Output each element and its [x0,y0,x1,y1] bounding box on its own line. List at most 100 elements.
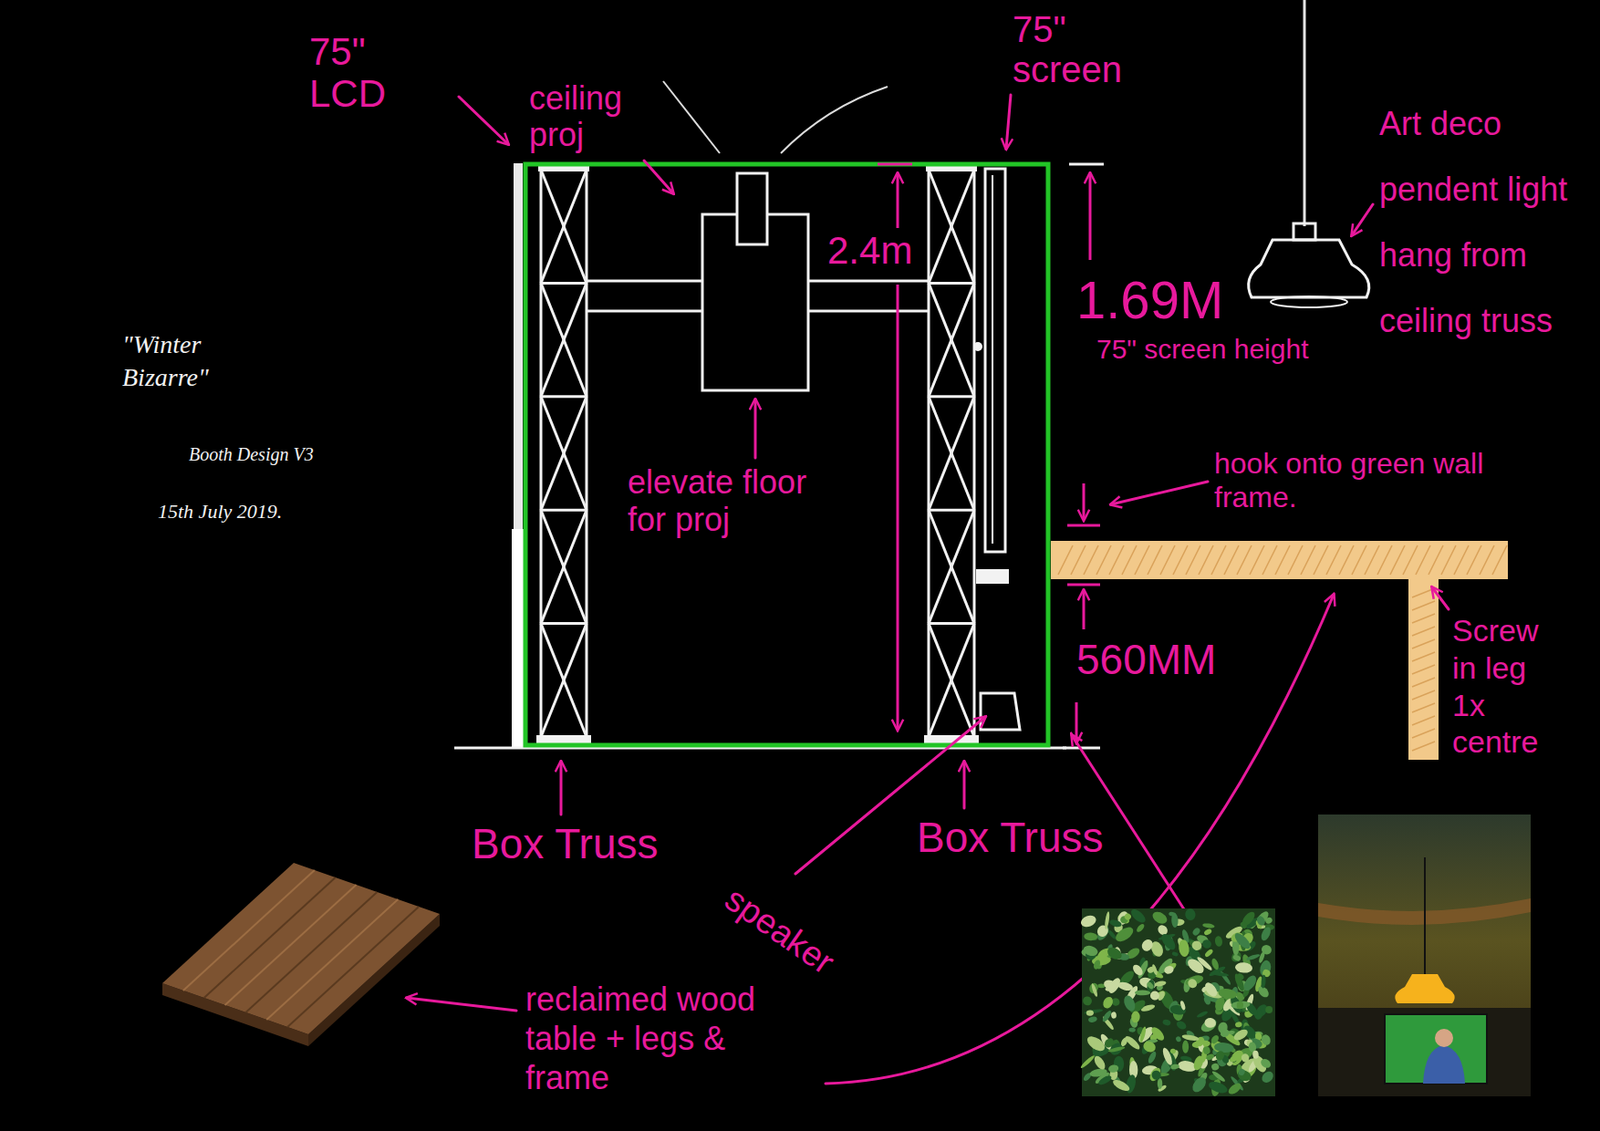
wood-hatch [1160,545,1175,575]
truss-member [973,169,977,738]
dimension-line [1082,483,1086,520]
wood-hatch [1083,545,1099,575]
leaf [1200,938,1213,951]
wood-hatch [1198,545,1214,575]
wood-hatch [1466,545,1482,575]
leaf [1259,925,1273,943]
photo-person [1434,1028,1454,1048]
leaf [1185,976,1199,990]
callout-note: Screw in leg 1x centre [1452,612,1562,761]
leaf [1264,916,1274,925]
leader-line [1111,481,1208,505]
leaf [1206,1080,1229,1096]
leaf [1122,994,1138,1014]
leaf [1204,948,1215,959]
leaf [1252,1050,1259,1060]
pendant-cord [1303,0,1307,227]
leaf [1190,939,1203,952]
leaf [1214,935,1224,948]
truss-member [585,169,589,738]
projection-beam [663,81,720,154]
leaf [1202,923,1216,930]
screen-bracket [976,569,1009,584]
wood-plank-line [204,877,336,998]
leaf [1199,1018,1219,1035]
leaf [1104,987,1112,992]
leaf [1129,906,1149,925]
leaf [1107,1064,1120,1074]
truss-member [928,622,975,625]
truss-beam [586,310,703,313]
date-note: 15th July 2019. [157,499,282,524]
leader-line [406,997,517,1011]
leaf [1182,1040,1189,1054]
leaf [1135,923,1146,935]
booth-outline [525,164,1049,746]
truss-member [928,509,975,624]
leaf [1211,1070,1227,1083]
leaf [1139,937,1155,954]
leader-lines [406,94,1449,1084]
leaf [1210,957,1220,971]
leaf [1079,914,1098,930]
truss-foot [536,735,592,744]
callout-note: elevate floor for proj [627,463,847,540]
truss-member [540,396,587,510]
wood-hatch [1262,545,1278,575]
wood-hatch [1364,545,1380,575]
wood-hatch [1134,545,1150,575]
green-wall-leaves [1079,906,1276,1097]
truss-member [928,169,975,283]
pendant-shade [1248,239,1370,298]
wood-hatch [1173,545,1188,575]
leaf [1146,1050,1158,1065]
part-label: speaker [717,880,842,983]
leaf [1171,913,1179,928]
leaf [1103,911,1111,930]
leader-line [1351,204,1373,236]
leaf [1112,924,1136,945]
truss-member [928,281,975,285]
leaf [1228,1052,1242,1064]
wood-hatch [1185,545,1201,575]
leaf [1163,964,1175,976]
leaf [1128,1027,1136,1033]
truss-member [540,169,587,283]
leaf [1260,975,1267,989]
leaf [1184,955,1206,977]
truss-cap [538,166,590,172]
wood-hatch [1492,545,1507,575]
leaf [1083,932,1098,941]
leaf [1189,1074,1209,1095]
leaf [1203,927,1213,936]
wood-hatch [1415,545,1431,575]
photo-wall [1318,1007,1531,1097]
pendant-cap [1293,223,1316,240]
photo-person [1423,1045,1465,1084]
truss-member [928,394,975,398]
callout-note: hook onto green wall frame. [1214,446,1516,515]
leaf [1258,1057,1273,1071]
leaf [1202,980,1220,999]
leaf [1204,1017,1217,1029]
leaf [1238,920,1248,930]
callout-note: 75" LCD [309,31,410,115]
wood-hatch [1412,728,1435,738]
wood-hatch [1326,545,1341,575]
leaf [1187,938,1204,953]
leaf [1246,953,1261,962]
wood-hatch [1402,545,1418,575]
dimension-line [1082,590,1086,630]
wood-hatch [1313,545,1329,575]
leaf [1091,1054,1107,1072]
wood-hatch [1236,545,1252,575]
wood-hatch [1224,545,1239,575]
leaf [1181,1033,1200,1042]
leaf [1102,1036,1116,1050]
leaf [1237,1068,1247,1078]
leaf [1095,923,1111,939]
wood-hatch [1249,545,1265,575]
dimension-note: 75" screen height [1096,333,1309,364]
truss-member [928,396,975,510]
box-truss-group [536,166,979,744]
